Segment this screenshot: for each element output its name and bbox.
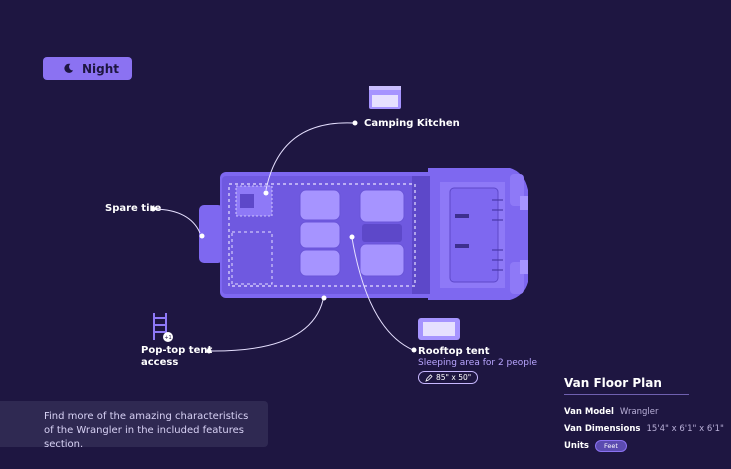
rooftop-tent-icon (418, 318, 460, 340)
camping-kitchen-label: Camping Kitchen (364, 118, 460, 129)
info-text-line-2: of the Wrangler in the included features… (44, 425, 244, 450)
seat (299, 189, 341, 221)
units-selector[interactable]: Feet (595, 440, 627, 452)
pop-top-tent-label: Pop-top tent access (141, 345, 213, 368)
van-floor-plan-title: Van Floor Plan (564, 376, 662, 390)
rooftop-tent-sublabel: Sleeping area for 2 people (418, 358, 538, 368)
spare-tire-label: Spare tire (105, 203, 162, 214)
title-divider (564, 394, 689, 395)
seat (359, 189, 405, 223)
seat (299, 221, 341, 249)
info-text-line-1: Find more of the amazing characteristics (44, 411, 249, 422)
spare-tire-shape (199, 205, 223, 263)
seat (359, 243, 405, 277)
night-mode-label: Night (82, 61, 120, 76)
camping-kitchen-icon (369, 86, 401, 109)
rooftop-size-pill: 85" x 50" (418, 371, 479, 384)
pop-top-tent-badge (163, 332, 173, 342)
svg-text:+1: +1 (164, 335, 171, 341)
seat (299, 249, 341, 277)
rooftop-tent-label: Rooftop tent (418, 346, 490, 357)
night-mode-toggle[interactable]: Night (43, 57, 132, 80)
pencil-icon (425, 373, 433, 382)
features-info-box: Find more of the amazing characteristics… (0, 401, 268, 450)
moon-icon (64, 63, 74, 73)
